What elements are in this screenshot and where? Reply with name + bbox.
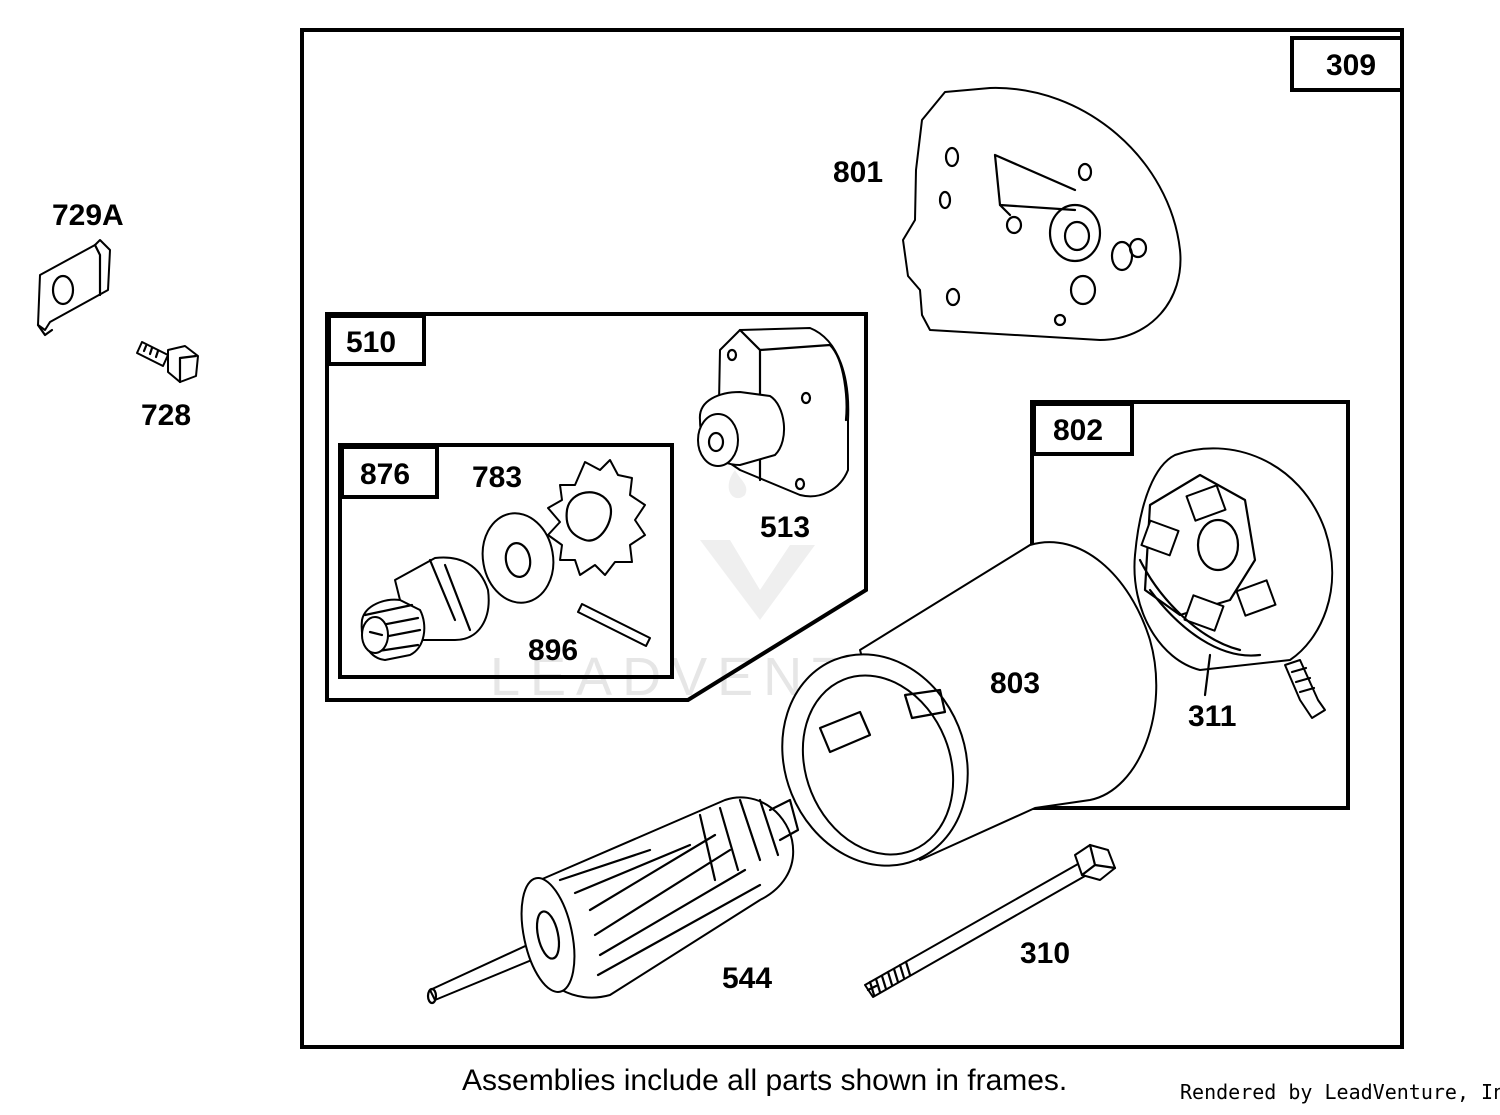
housing-803-drawing bbox=[781, 541, 1158, 867]
frame-309-tag bbox=[1290, 36, 1404, 92]
label-309: 309 bbox=[1326, 49, 1376, 82]
label-802: 802 bbox=[1053, 414, 1103, 447]
frame-510 bbox=[325, 312, 868, 702]
label-311: 311 bbox=[1188, 700, 1236, 733]
label-513: 513 bbox=[760, 511, 810, 544]
label-876: 876 bbox=[360, 458, 410, 491]
label-801: 801 bbox=[833, 156, 883, 189]
frame-876-tag bbox=[340, 445, 439, 499]
label-728: 728 bbox=[141, 399, 191, 432]
label-510: 510 bbox=[346, 326, 396, 359]
frame-876 bbox=[338, 443, 674, 679]
gear-783-drawing bbox=[547, 459, 646, 576]
armature-544-drawing bbox=[426, 796, 800, 1005]
label-783: 783 bbox=[472, 461, 522, 494]
label-896: 896 bbox=[528, 634, 578, 667]
rendered-by-credit: Rendered by LeadVenture, Inc. bbox=[1180, 1080, 1500, 1104]
bolt-310-drawing bbox=[864, 843, 1117, 998]
label-310: 310 bbox=[1020, 937, 1070, 970]
label-803: 803 bbox=[990, 667, 1040, 700]
drive-housing-513-drawing bbox=[697, 327, 850, 498]
bracket-729a-drawing bbox=[36, 239, 111, 337]
frame-309 bbox=[300, 28, 1404, 1049]
label-729a: 729A bbox=[52, 199, 124, 232]
pin-896-drawing bbox=[577, 603, 651, 647]
label-544: 544 bbox=[722, 962, 772, 995]
frame-802-tag bbox=[1032, 402, 1134, 456]
end-plate-801-drawing bbox=[902, 86, 1182, 341]
screw-728-drawing bbox=[136, 341, 199, 384]
washer-783-drawing bbox=[481, 512, 555, 604]
frame-510-tag bbox=[327, 314, 426, 366]
drive-876-drawing bbox=[360, 556, 490, 661]
footer-note: Assemblies include all parts shown in fr… bbox=[462, 1064, 1068, 1097]
brush-plate-311-drawing bbox=[1133, 447, 1334, 719]
